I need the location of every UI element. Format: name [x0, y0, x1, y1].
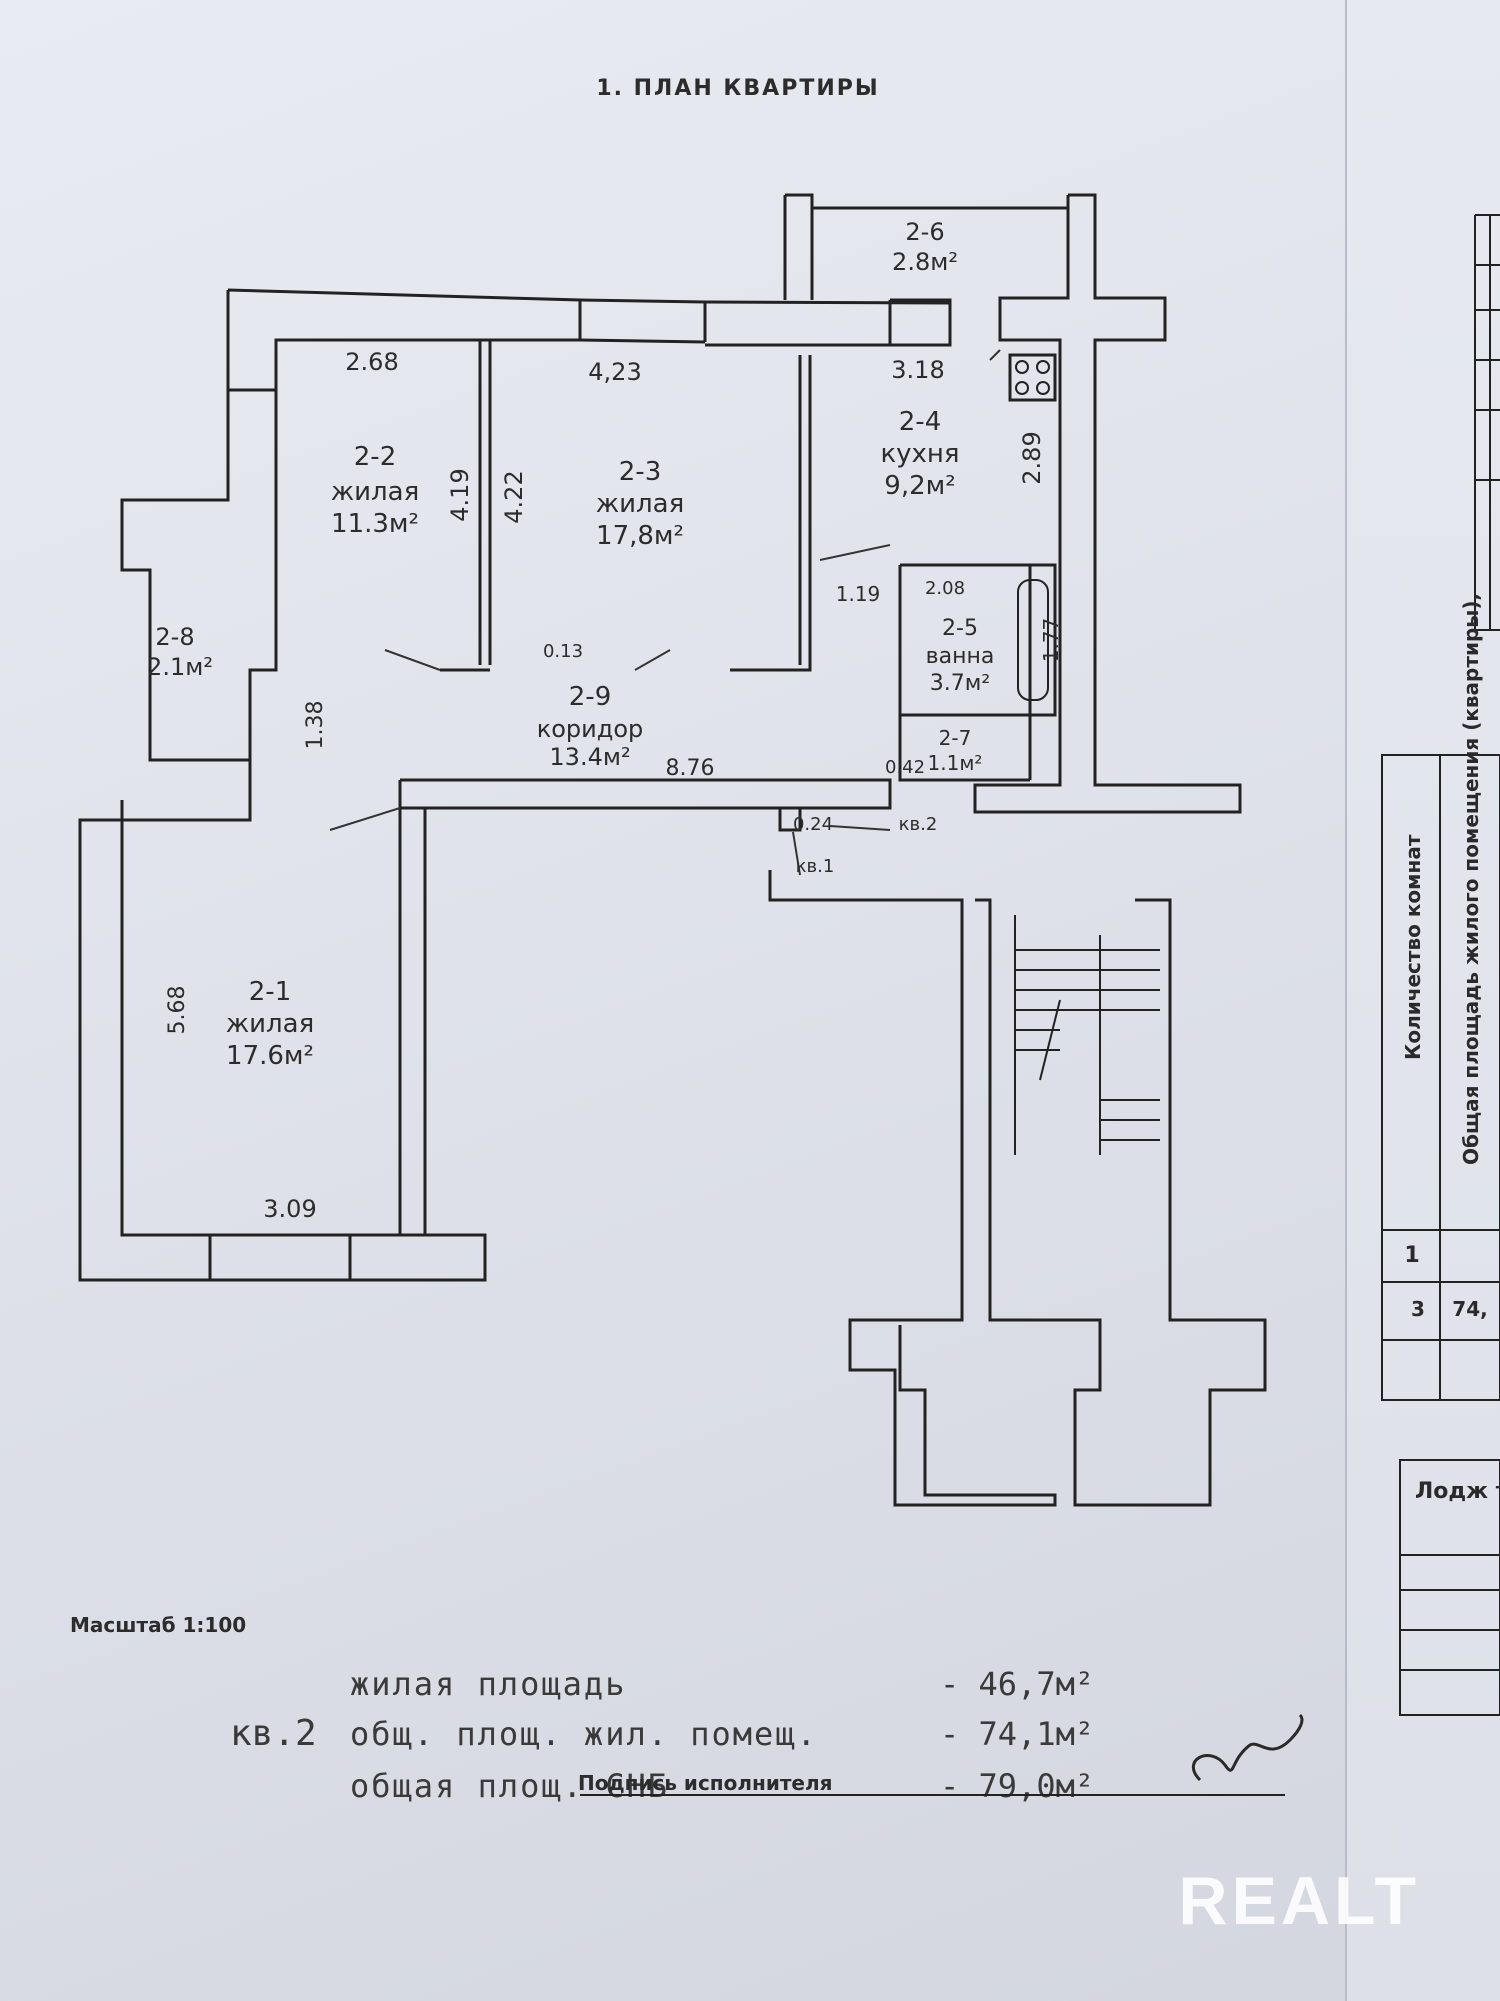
room-area: 17,8м² — [596, 521, 684, 551]
dim-corridor-width: 8.76 — [666, 756, 715, 781]
room-id: 2-5 — [942, 616, 978, 641]
dim-r22-width: 2.68 — [345, 348, 398, 376]
room-2-3: 2-3 жилая 17,8м² — [596, 457, 685, 551]
dim-bath-offset: 1.19 — [836, 582, 881, 606]
room-id: 2-3 — [619, 457, 661, 487]
stove-icon — [1015, 360, 1050, 395]
room-id: 2-7 — [939, 726, 972, 750]
room-id: 2-9 — [569, 682, 611, 712]
table-loggia: Лодж терра — [1415, 1479, 1500, 1504]
room-type: жилая — [596, 489, 685, 519]
scale-label: Масштаб 1:100 — [70, 1613, 246, 1637]
signature-mark — [1191, 1713, 1304, 1782]
table-col1-header: Количество комнат — [1401, 834, 1425, 1060]
room-type: жилая — [331, 477, 420, 507]
dim-r21-width: 3.09 — [263, 1195, 316, 1223]
room-2-5: 2-5 ванна 3.7м² — [926, 616, 995, 696]
dim-r25-width: 2.08 — [925, 578, 965, 599]
label-apt2: кв.2 — [899, 814, 938, 835]
room-area: 13.4м² — [549, 743, 630, 771]
dim-r25-height: 1.77 — [1039, 618, 1063, 663]
room-type: ванна — [926, 644, 995, 669]
room-2-7: 2-7 1.1м² — [928, 726, 983, 775]
room-area: 11.3м² — [331, 509, 419, 539]
dim-r24-height: 2.89 — [1018, 431, 1046, 484]
room-2-6: 2-6 2.8м² — [892, 218, 958, 276]
stairs-icon — [1014, 915, 1160, 1155]
room-id: 2-4 — [899, 407, 941, 437]
bathtub-icon — [1017, 579, 1049, 701]
side-table: Количество комнат Общая площадь жилого п… — [1381, 214, 1500, 1716]
dim-r23-width: 4,23 — [588, 358, 641, 386]
summary-label-total: общая площ. СНБ — [350, 1767, 669, 1805]
room-area: 2.8м² — [892, 248, 958, 276]
room-id: 2-1 — [249, 977, 291, 1007]
room-type: коридор — [537, 715, 644, 743]
dimension-labels: 2.68 4,23 3.18 4.19 4.22 2.89 2.08 1.77 … — [165, 348, 1063, 1223]
summary-value-total-living: - 74,1м² — [940, 1715, 1094, 1753]
summary-label-total-living: общ. площ. жил. помещ. — [350, 1715, 818, 1753]
dim-r22-height: 4.19 — [446, 468, 474, 521]
dim-r24-width: 3.18 — [891, 356, 944, 384]
room-type: жилая — [226, 1009, 315, 1039]
room-area: 1.1м² — [928, 751, 983, 775]
room-area: 2.1м² — [147, 653, 213, 681]
label-apt1: кв.1 — [796, 856, 835, 877]
page-title: 1. ПЛАН КВАРТИРЫ — [596, 76, 879, 101]
dim-stair-offset: 0.24 — [793, 814, 833, 835]
summary-value-total: - 79,0м² — [940, 1767, 1094, 1805]
room-type: кухня — [880, 439, 959, 469]
dim-door-gap: 0.13 — [543, 641, 583, 662]
room-area: 17.6м² — [226, 1041, 314, 1071]
table-row-1: 1 — [1404, 1243, 1419, 1268]
summary-label-living: жилая площадь — [350, 1665, 626, 1703]
room-area: 3.7м² — [930, 671, 990, 696]
room-2-9: 2-9 коридор 13.4м² — [537, 682, 644, 771]
apartment-markers: кв.2 кв.1 — [792, 814, 938, 877]
table-col2-header: Общая площадь жилого помещения (квартиры… — [1459, 593, 1483, 1165]
summary-apartment: кв.2 — [230, 1713, 317, 1754]
room-id: 2-2 — [354, 442, 396, 472]
dim-corridor-step: 1.38 — [303, 701, 328, 750]
table-value: 74, — [1452, 1297, 1487, 1321]
room-2-2: 2-2 жилая 11.3м² — [331, 442, 420, 539]
door-swings — [329, 349, 1001, 831]
area-summary: кв.2 жилая площадь - 46,7м² общ. площ. ж… — [230, 1665, 1304, 1805]
watermark-logo: REALT — [1178, 1863, 1420, 1939]
room-2-4: 2-4 кухня 9,2м² — [880, 407, 959, 501]
room-area: 9,2м² — [884, 471, 955, 501]
summary-value-living: - 46,7м² — [940, 1665, 1094, 1703]
dim-wc-offset: 0.42 — [885, 757, 925, 778]
dim-r23-height: 4.22 — [500, 470, 528, 523]
dim-r21-height: 5.68 — [165, 986, 190, 1035]
room-2-8: 2-8 2.1м² — [147, 623, 213, 681]
table-row-3: 3 — [1411, 1297, 1425, 1321]
signature-label: Подпись исполнителя — [578, 1771, 832, 1795]
room-2-1: 2-1 жилая 17.6м² — [226, 977, 315, 1071]
walls — [78, 193, 1267, 1507]
room-id: 2-6 — [905, 218, 944, 246]
room-id: 2-8 — [155, 623, 194, 651]
